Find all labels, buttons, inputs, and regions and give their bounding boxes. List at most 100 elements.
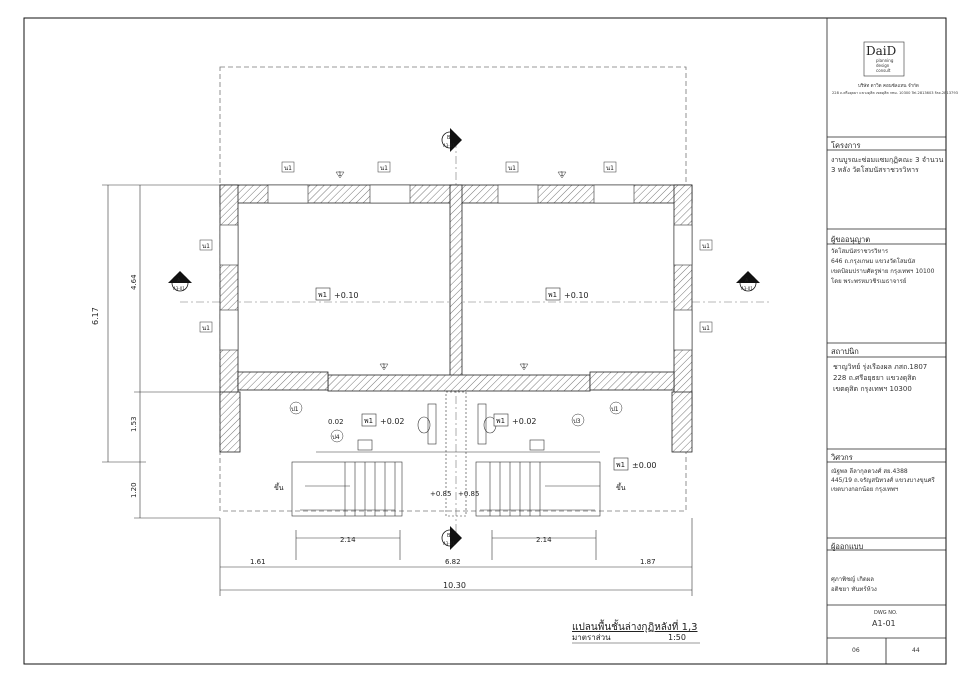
owner-line1: วัดโสมนัสราชวรวิหาร	[831, 248, 889, 255]
svg-text:น1: น1	[380, 165, 388, 172]
svg-text:น1: น1	[202, 325, 210, 332]
svg-text:A3-01: A3-01	[443, 143, 455, 148]
dim-overall-height: 6.17	[91, 307, 100, 325]
sheet-total: 44	[912, 647, 920, 654]
dim-lower-height: 1.20	[130, 482, 138, 498]
stair-right	[475, 461, 601, 517]
logo-sub-design: design	[876, 63, 890, 68]
logo-sub-consult: consult	[876, 68, 891, 73]
svg-text:1: 1	[382, 363, 386, 370]
scale-value: 1:50	[668, 633, 686, 642]
svg-text:พ1: พ1	[364, 417, 373, 425]
owner-line2: 646 ถ.กรุงเกษม แขวงวัดโสมนัส	[831, 258, 916, 265]
dwg-number: A1-01	[872, 619, 896, 628]
company-address: 228 ถ.ศรีอยุธยา แขวงดุสิต เขตดุสิต กทม. …	[832, 91, 958, 95]
section-marker-right: A A3-01	[736, 271, 760, 292]
window-tags: น1 น1 น1 น1 น1 น1 น1 น1	[199, 161, 713, 333]
project-line2: 3 หลัง วัดโสมนัสราชวรวิหาร	[831, 166, 919, 174]
engineer-line2: 445/19 ถ.จรัญสนิทวงศ์ แขวงบางขุนศรี	[831, 477, 935, 484]
svg-text:ป3: ป3	[573, 418, 581, 425]
svg-text:ป1: ป1	[291, 406, 299, 413]
level-tag-bath-right: พ1 +0.02	[493, 413, 537, 427]
svg-text:+0.10: +0.10	[564, 291, 589, 300]
dim-right-offset: 1.87	[640, 558, 656, 566]
company-logo-frame	[863, 41, 905, 77]
svg-text:+0.02: +0.02	[380, 417, 405, 426]
svg-text:A: A	[745, 278, 749, 284]
title-block-frame	[826, 18, 946, 664]
architect-line1: ชาญวิทย์ รุ่งเรืองผล ภสถ.1807	[833, 363, 928, 371]
level-stair-right: +0.85	[458, 490, 479, 498]
designer-label: ผู้ออกแบบ	[831, 542, 864, 551]
svg-text:1: 1	[560, 171, 564, 178]
dim-upper-height: 4.64	[130, 274, 138, 290]
owner-line4: โดย พระพรหมวชิรเมธาจารย์	[831, 278, 907, 285]
dimension-lines	[102, 184, 693, 596]
dim-middle-span: 6.82	[445, 558, 461, 566]
svg-text:พ1: พ1	[318, 291, 327, 299]
sheet-number: 06	[852, 647, 860, 654]
section-marker-bottom: B A3-01	[441, 526, 462, 550]
marker-triangles: 1 1 1 1	[335, 171, 567, 371]
dim-stair-left: 2.14	[340, 536, 356, 544]
svg-text:พ1: พ1	[616, 461, 625, 469]
project-label: โครงการ	[831, 141, 861, 150]
level-tag-room-right: พ1 +0.10	[545, 287, 589, 301]
dim-stair-right: 2.14	[536, 536, 552, 544]
svg-text:พ1: พ1	[548, 291, 557, 299]
dwg-label: DWG NO.	[874, 610, 898, 616]
architect-label: สถาปนิก	[831, 347, 859, 356]
designer-line1: ศุภาพิชญ์ เกิดผล	[831, 576, 874, 583]
svg-text:+0.10: +0.10	[334, 291, 359, 300]
engineer-line3: เขตบางกอกน้อย กรุงเทพฯ	[831, 486, 899, 493]
section-marker-left: A A3-01	[168, 271, 192, 292]
architect-line3: เขตดุสิต กรุงเทพฯ 10300	[833, 385, 912, 393]
dim-left-offset: 1.61	[250, 558, 266, 566]
svg-text:น1: น1	[508, 165, 516, 172]
svg-text:น1: น1	[202, 243, 210, 250]
svg-text:ป1: ป1	[611, 406, 619, 413]
label-up-right: ขึ้น	[616, 481, 626, 492]
svg-text:A3-01: A3-01	[443, 541, 455, 546]
svg-text:ป4: ป4	[332, 434, 340, 441]
svg-text:น1: น1	[702, 325, 710, 332]
drawing-title: แปลนพื้นชั้นล่างกุฏิหลังที่ 1,3	[572, 619, 697, 633]
windows-top	[219, 184, 693, 351]
svg-text:A3-01: A3-01	[173, 286, 185, 291]
engineer-line1: ณัฐพล ลีลากุลดวงศ์ สย.4388	[831, 468, 908, 475]
level-stair-left: +0.85	[430, 490, 451, 498]
dim-mid-height: 1.53	[130, 416, 138, 432]
svg-text:น1: น1	[702, 243, 710, 250]
svg-text:1: 1	[522, 363, 526, 370]
svg-text:B: B	[447, 135, 451, 141]
svg-text:น1: น1	[606, 165, 614, 172]
project-line1: งานบูรณะซ่อมแซมกุฏิคณะ 3 จำนวน	[831, 156, 944, 164]
designer-line2: อติชยา ทันทร์ห้วง	[831, 586, 877, 593]
bathroom-fixtures	[316, 391, 600, 517]
stair-left	[291, 461, 403, 517]
logo-sub-planning: planning	[876, 58, 894, 63]
svg-text:+0.02: +0.02	[512, 417, 537, 426]
company-name: บริษัท ดาวิด คอนซัลแทน จำกัด	[858, 84, 919, 89]
label-up-left: ขึ้น	[274, 481, 284, 492]
engineer-label: วิศวกร	[831, 453, 853, 462]
svg-text:A: A	[177, 278, 181, 284]
dim-overall-width: 10.30	[443, 581, 466, 590]
svg-text:1: 1	[338, 171, 342, 178]
level-tag-ground: พ1 ±0.00	[613, 457, 657, 471]
svg-text:A3-01: A3-01	[741, 286, 753, 291]
scale-label: มาตราส่วน	[572, 633, 611, 642]
owner-line3: เขตป้อมปราบศัตรูพ่าย กรุงเทพฯ 10100	[831, 268, 935, 275]
svg-text:±0.00: ±0.00	[632, 461, 657, 470]
company-logo: DaiD	[866, 44, 897, 58]
sheet-border	[23, 17, 947, 665]
architect-line2: 228 ถ.ศรีอยุธยา แขวงดุสิต	[833, 374, 917, 382]
svg-text:B: B	[447, 533, 451, 539]
door-tags: ป1 ป4 ป3 ป1	[289, 401, 623, 443]
owner-label: ผู้ขออนุญาต	[831, 235, 871, 244]
level-tag-bath-left: พ1 +0.02	[361, 413, 405, 427]
section-marker-top: B A3-01	[441, 128, 462, 152]
svg-text:น1: น1	[284, 165, 292, 172]
level-tag-room-left: พ1 +0.10	[315, 287, 359, 301]
